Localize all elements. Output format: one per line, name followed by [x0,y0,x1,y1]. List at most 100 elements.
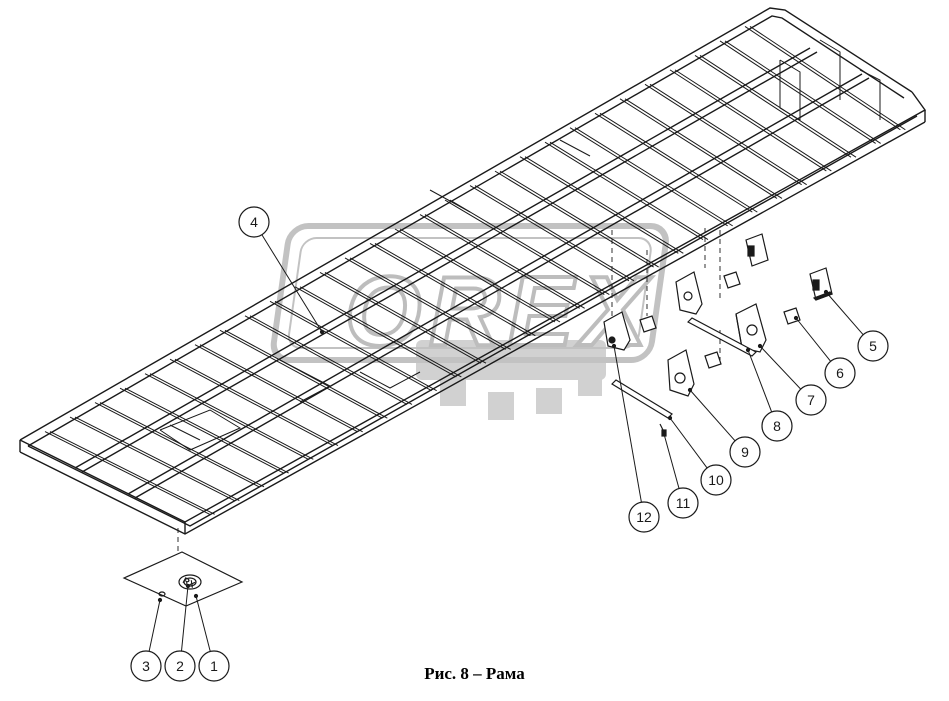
cross-member-line [194,344,358,433]
cross-member-line [74,416,240,501]
part-8-shaft [687,317,757,357]
cross-member-line [319,271,482,364]
watermark-text: OREX [345,256,655,366]
callout-label-9: 9 [741,444,749,460]
callout-label-1: 1 [210,658,218,674]
callout-label-2: 2 [176,658,184,674]
callout-leader-end-4 [319,329,325,335]
cross-member-line [544,141,704,241]
cross-member-line [244,315,408,405]
cross-member-line [424,214,585,309]
cross-member-line [724,40,881,144]
callout-circle-8 [761,410,793,442]
callout-leader-12 [613,345,642,503]
cross-member-line [594,112,753,213]
figure-caption: Рис. 8 – Рама [424,664,525,683]
cross-member-line [144,373,309,460]
cross-member-line [569,127,728,227]
cross-member-line [274,300,437,392]
cross-member-line [219,329,383,419]
cross-member-line [374,243,536,337]
cross-member-line [94,402,260,488]
cross-member-line [744,26,901,131]
cross-member-line [369,243,531,337]
callout-label-8: 8 [773,418,781,434]
cross-member-line [474,185,635,282]
callout-circle-10 [700,464,732,496]
frame-cross-members [44,26,906,515]
callout-circle-2 [164,650,196,682]
cross-member-line [119,387,284,474]
cross-member-line [199,344,363,433]
frame-underside-details [159,39,881,451]
callout-leader-end-5 [823,289,829,295]
part-5-bracket-top [745,233,769,267]
callout-leader-4 [261,234,323,333]
cross-member-line [269,300,432,392]
callout-leader-1 [195,595,211,652]
cross-member-line [674,69,832,172]
frame-outer-near-rail [19,91,927,523]
cross-member-line [599,112,758,213]
cross-member-line [694,54,852,158]
cross-member-line [399,228,561,323]
callout-leader-7 [759,345,802,390]
callout-circle-3 [130,650,162,682]
cross-member-line [494,170,654,268]
part-6-block-low [704,351,722,369]
callout-leader-10 [669,417,708,469]
cross-member-line [174,358,339,447]
callout-circle-6 [824,357,856,389]
cross-member-line [344,257,506,350]
callout-label-11: 11 [676,495,691,511]
callout-leader-8 [747,349,773,413]
cross-member-line [44,431,210,515]
callout-circle-9 [729,436,761,468]
cross-member-line [549,141,709,241]
cross-member-line [619,98,778,199]
cross-member-line [499,170,659,268]
cross-member-line [249,315,413,405]
callout-label-10: 10 [708,472,724,488]
callout-leader-end-2 [185,583,191,589]
cross-member-line [444,199,605,295]
callout-leader-5 [825,291,864,336]
exploded-parts [177,228,834,565]
part-2-ring [178,574,202,590]
cross-member-line [124,387,289,474]
callout-circle-1 [198,650,230,682]
callout-label-6: 6 [836,365,844,381]
cross-member-line [469,185,630,282]
part-upper-hanger [675,271,703,315]
cross-member-line [149,373,314,460]
cross-member-line [669,69,827,172]
callout-label-4: 4 [250,214,258,230]
callout-label-3: 3 [142,658,150,674]
cross-member-line [294,286,457,378]
cross-member-line [624,98,783,199]
callout-leader-end-10 [667,415,673,421]
cross-member-line [719,40,876,144]
callout-leader-end-1 [193,593,199,599]
part-6-block [783,307,801,325]
part-10-shaft [611,379,673,419]
main-frame [19,7,927,535]
callout-label-5: 5 [869,338,877,354]
callout-leader-end-7 [757,343,763,349]
callout-label-12: 12 [636,509,652,525]
callout-leader-end-8 [745,347,751,353]
cross-member-line [524,156,684,254]
callout-leader-end-3 [157,597,163,603]
callout-leader-2 [180,585,189,652]
cross-member-line [299,286,462,378]
part-6-block-top [723,271,741,289]
cross-member-line [699,54,857,158]
cross-member-line [394,228,556,323]
part-9-spring-hanger [667,349,695,397]
part-12-bracket [603,311,631,351]
frame-outer-far-rail [19,7,913,441]
callout-circle-11 [667,487,699,519]
watermark-frame [270,223,669,363]
callout-circle-4 [238,206,270,238]
